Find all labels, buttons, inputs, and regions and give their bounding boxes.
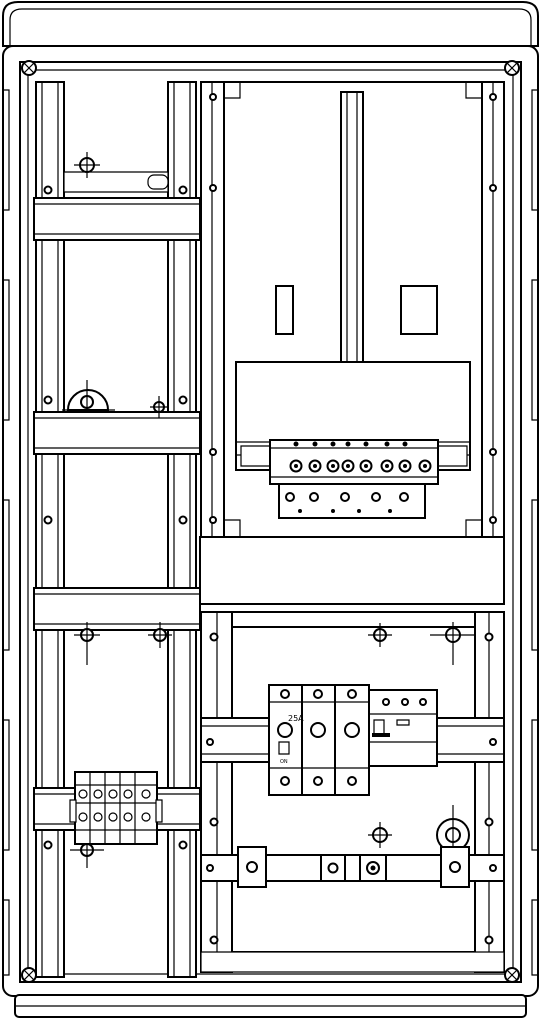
left-profile-holes bbox=[45, 187, 187, 849]
cable-entry-5 bbox=[148, 622, 172, 648]
corner-screw-bottom-left bbox=[22, 968, 36, 982]
meter-window-right bbox=[401, 286, 437, 334]
right-wall-recesses bbox=[532, 90, 538, 975]
corner-screw-top-right bbox=[505, 61, 519, 75]
cable-entry-1 bbox=[74, 152, 100, 178]
left-crossbar-3 bbox=[34, 588, 200, 630]
dist-cable-entry-3 bbox=[368, 822, 392, 848]
breaker-pole-1 bbox=[269, 685, 302, 795]
left-crossbar-1 bbox=[34, 198, 200, 240]
roof-cap bbox=[3, 2, 538, 46]
neutral-bar bbox=[279, 484, 425, 518]
breaker-rating-label: 25A bbox=[288, 714, 304, 723]
meter-window-left bbox=[276, 286, 293, 334]
meter-section bbox=[201, 82, 504, 537]
terminal-block bbox=[70, 772, 162, 844]
cable-entry-2 bbox=[62, 380, 115, 412]
breaker-on-label: ON bbox=[280, 759, 288, 765]
breaker-pole-3 bbox=[335, 685, 369, 795]
cabinet-frame bbox=[20, 62, 521, 982]
dist-rail-holes bbox=[211, 634, 493, 944]
rcd-device bbox=[369, 690, 437, 766]
corner-screw-top-left bbox=[22, 61, 36, 75]
left-wall-recesses bbox=[3, 90, 9, 975]
left-section bbox=[34, 82, 200, 977]
cover-strip bbox=[200, 537, 504, 604]
dist-cable-entry-1 bbox=[368, 623, 392, 647]
meter-rail-holes bbox=[210, 94, 496, 523]
bus-bar bbox=[201, 847, 504, 887]
meter-terminal-block bbox=[270, 440, 438, 484]
corner-screw-bottom-right bbox=[505, 968, 519, 982]
breaker-pole-2 bbox=[302, 685, 335, 795]
dist-cable-entry-4 bbox=[437, 805, 469, 851]
cable-entry-4 bbox=[74, 622, 100, 665]
dist-cable-entry-2 bbox=[430, 622, 476, 665]
cable-entry-3 bbox=[150, 396, 168, 418]
left-crossbar-2 bbox=[34, 412, 200, 454]
distribution-section: 25A ON bbox=[200, 612, 504, 972]
